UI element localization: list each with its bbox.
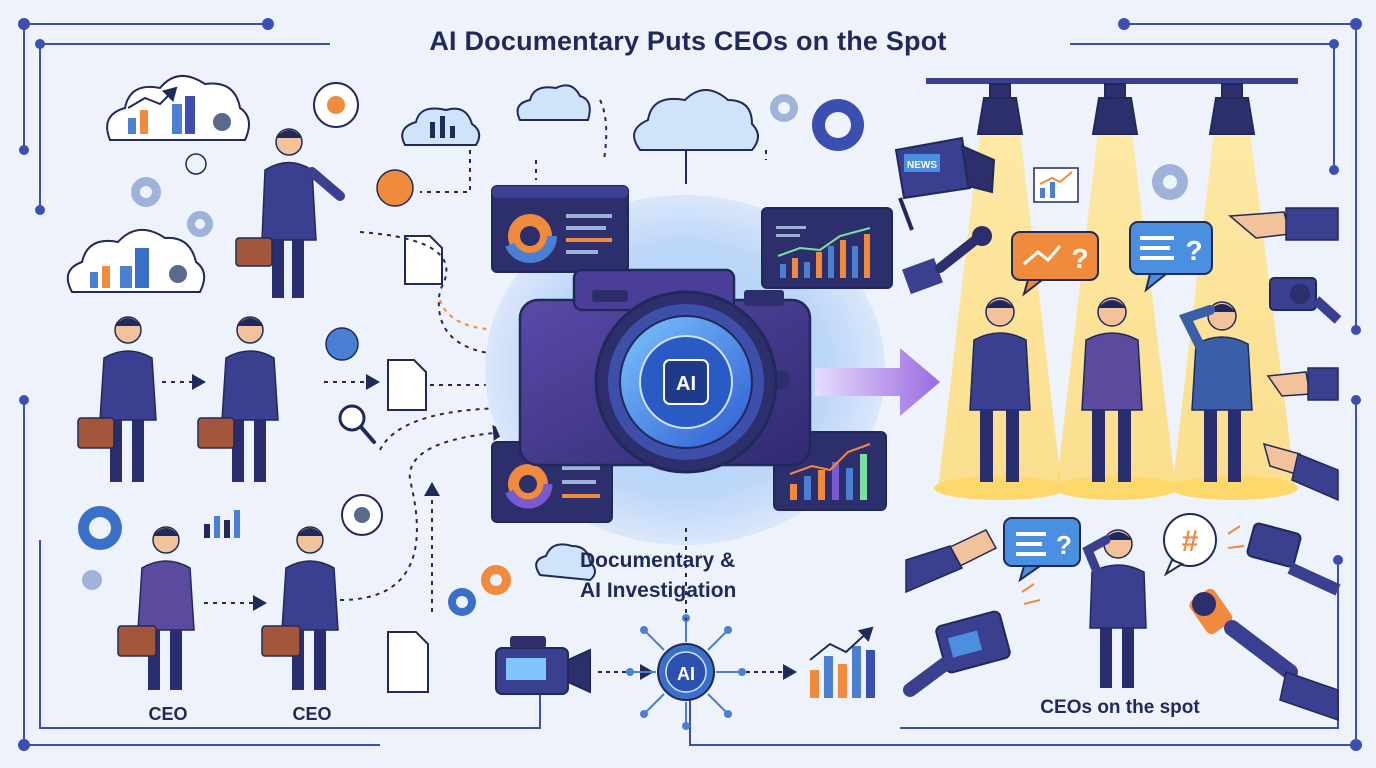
ceos-on-spot-label: CEOs on the spot (1040, 697, 1200, 718)
ceo-figure-mid-left (77, 316, 157, 482)
magnifier-icon (338, 404, 376, 444)
documentary-label-line1: Documentary & (580, 549, 736, 572)
page-title: AI Documentary Puts CEOs on the Spot (429, 26, 947, 56)
big-right-arrow (815, 348, 940, 416)
sparkle-accents (1021, 525, 1245, 605)
hashtag-bubble-icon (1163, 513, 1217, 577)
ceo-figure-bottom-left (117, 526, 195, 690)
ai-camera (518, 268, 812, 474)
dashboard-panel-top-right (761, 207, 893, 289)
ceo-figure-bottom-right (261, 526, 339, 690)
ceo-label-left: CEO (148, 704, 188, 724)
ceo-spotlight-right (1178, 301, 1253, 482)
network-cloud-icon (633, 89, 759, 184)
speech-bubble-chart (1011, 231, 1099, 297)
document-icons (387, 235, 443, 693)
ceo-label-right: CEO (292, 704, 332, 724)
lens-ai-label: AI (676, 373, 696, 395)
cloud-city-icon (66, 229, 206, 293)
cloud-chart-icon (106, 75, 250, 141)
speech-question-mark-1: ? (1071, 243, 1088, 274)
speech-question-mark-2: ? (1185, 235, 1202, 266)
documentary-label-line2: AI Investigation (580, 579, 737, 602)
speech-question-mark-3: ? (1056, 530, 1072, 560)
hub-ai-label: AI (677, 664, 695, 684)
reporter-microphones (902, 226, 1298, 680)
ceo-spotlight-left (969, 297, 1031, 482)
dashboard-panel-top-left (491, 185, 629, 273)
news-camera-label: NEWS (907, 160, 937, 171)
lighting-rig (926, 78, 1298, 84)
ceo-bottom-right (1082, 529, 1147, 688)
reporter-sleeves (905, 207, 1339, 722)
ceo-figure-mid-right (197, 316, 279, 482)
documentary-label: Documentary & AI Investigation (580, 546, 820, 606)
hashtag-label: # (1182, 525, 1199, 558)
news-camera-icon (894, 136, 996, 231)
ceo-spotlight-center (1081, 297, 1143, 482)
video-camera-icon (495, 636, 591, 695)
gear-icons-center (448, 94, 864, 616)
line-chart-icon (1033, 167, 1079, 203)
speech-bubble-bottom (1003, 517, 1081, 583)
small-chart-icon (204, 510, 240, 538)
small-cloud-icons (401, 84, 596, 582)
spotlight-lamps (976, 83, 1256, 135)
ceo-figure-top (235, 128, 345, 298)
gear-icon-right (1152, 164, 1188, 200)
ai-hub-icon (598, 614, 797, 730)
gear-icons-left (78, 177, 213, 590)
growth-chart-icon (809, 626, 875, 698)
question-bubble-icons (185, 82, 414, 536)
circuit-nodes (18, 18, 1362, 751)
speech-bubble-text (1129, 221, 1213, 293)
video-cameras-right (903, 277, 1342, 697)
flow-arrows-center (420, 99, 811, 620)
